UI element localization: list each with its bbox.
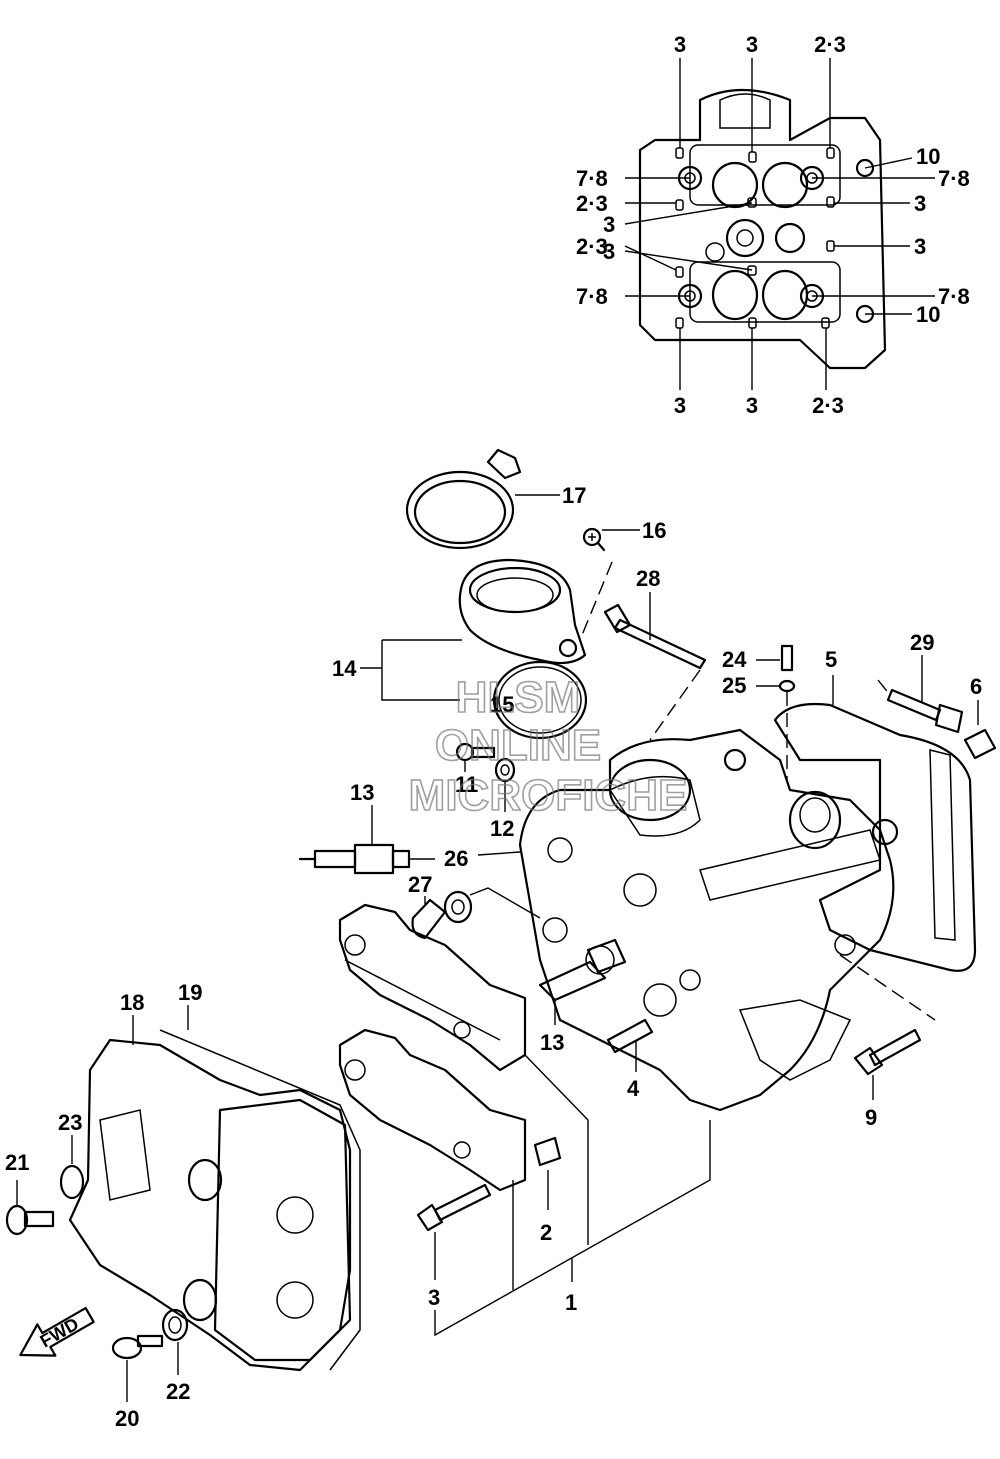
- callout-25: 25: [722, 673, 746, 698]
- seal-22: [161, 1308, 189, 1375]
- callout-18: 18: [120, 990, 144, 1015]
- bolt-3: [416, 1183, 492, 1280]
- callout-top-7-8-upper-right: 7·8: [938, 166, 970, 191]
- callout-11: 11: [455, 772, 478, 797]
- watermark-line-2: ONLINE: [435, 721, 601, 770]
- callout-top-7-8-upper-left: 7·8: [576, 166, 608, 191]
- callout-top-3-center-a: 3: [603, 212, 615, 237]
- callout-13-lower: 13: [540, 1030, 564, 1055]
- fitting-24: [756, 644, 794, 672]
- intake-boot-14: [360, 558, 613, 740]
- cylinder-head-1: [518, 728, 936, 1112]
- callout-15: 15: [490, 692, 514, 717]
- callout-top-3-mid: 3: [746, 32, 758, 57]
- callout-23: 23: [58, 1110, 82, 1135]
- callout-28: 28: [636, 566, 660, 591]
- spark-plug-13-lower: [538, 938, 627, 1025]
- watermark: HLSM ONLINE MICROFICHE: [408, 672, 688, 821]
- washer-25: [756, 679, 796, 780]
- washer-12: [494, 757, 516, 812]
- screw-16: [582, 527, 640, 552]
- callout-top-10-lower: 10: [916, 302, 940, 327]
- bolt-9: [853, 1028, 922, 1100]
- dowel-6: [963, 700, 997, 760]
- callout-top-3-upper-right: 3: [914, 191, 926, 216]
- seal-23: [59, 1135, 85, 1200]
- pin-4: [606, 1018, 654, 1072]
- callout-bottom-2-3-right: 2·3: [812, 393, 844, 418]
- callout-14: 14: [332, 656, 357, 681]
- bolt-11: [455, 742, 496, 772]
- cylinder-head-top-view: 3 3 2·3 10 7·8 7·8 2·3 3 3 3 2·3 3 7·8 7…: [576, 32, 970, 418]
- cylinder-head-cover-18: [68, 1015, 352, 1372]
- callout-29: 29: [910, 630, 934, 655]
- callout-5: 5: [825, 647, 837, 672]
- intake-clamp-17: [405, 448, 560, 550]
- callout-16: 16: [642, 518, 666, 543]
- callout-19: 19: [178, 980, 202, 1005]
- callout-20: 20: [115, 1406, 139, 1431]
- callout-top-2-3-upper-left: 2·3: [576, 191, 608, 216]
- watermark-line-1: HLSM: [456, 673, 581, 722]
- callout-top-10-upper: 10: [916, 144, 940, 169]
- callout-top-2-3-right: 2·3: [814, 32, 846, 57]
- callout-top-2-3-lower-left: 2·3: [576, 234, 608, 259]
- callout-bottom-3-left: 3: [674, 393, 686, 418]
- callout-2: 2: [540, 1220, 552, 1245]
- callout-21: 21: [5, 1150, 29, 1175]
- callout-bottom-3-mid: 3: [746, 393, 758, 418]
- callout-24: 24: [722, 647, 747, 672]
- callout-top-7-8-lower-right: 7·8: [938, 284, 970, 309]
- callout-3: 3: [428, 1285, 440, 1310]
- cover-gasket-19: [159, 1005, 361, 1371]
- bolt-29: [877, 655, 964, 734]
- fwd-label: FWD: [37, 1314, 82, 1352]
- callout-9: 9: [865, 1105, 877, 1130]
- callout-12: 12: [490, 816, 514, 841]
- callout-4: 4: [627, 1076, 640, 1101]
- camshaft-housing-lower: [338, 1028, 527, 1192]
- bolt-20: [111, 1334, 164, 1402]
- callout-13-upper: 13: [350, 780, 374, 805]
- dowel-2: [533, 1136, 562, 1210]
- bolt-28: [603, 592, 707, 741]
- callout-26: 26: [444, 846, 468, 871]
- forward-arrow-icon: FWD: [19, 1306, 95, 1357]
- callout-top-7-8-lower-left: 7·8: [576, 284, 608, 309]
- dowel-27: [411, 887, 541, 940]
- callout-27: 27: [408, 872, 432, 897]
- bolt-21: [5, 1180, 55, 1236]
- callout-22: 22: [166, 1379, 190, 1404]
- callout-17: 17: [562, 483, 586, 508]
- callout-top-3-left: 3: [674, 32, 686, 57]
- callout-top-3-lower-right: 3: [914, 234, 926, 259]
- callout-6: 6: [970, 674, 982, 699]
- callout-top-3-center-b: 3: [603, 239, 615, 264]
- spark-plug-13: [298, 805, 435, 875]
- callout-1: 1: [565, 1290, 577, 1315]
- watermark-line-3: MICROFICHE: [409, 771, 688, 820]
